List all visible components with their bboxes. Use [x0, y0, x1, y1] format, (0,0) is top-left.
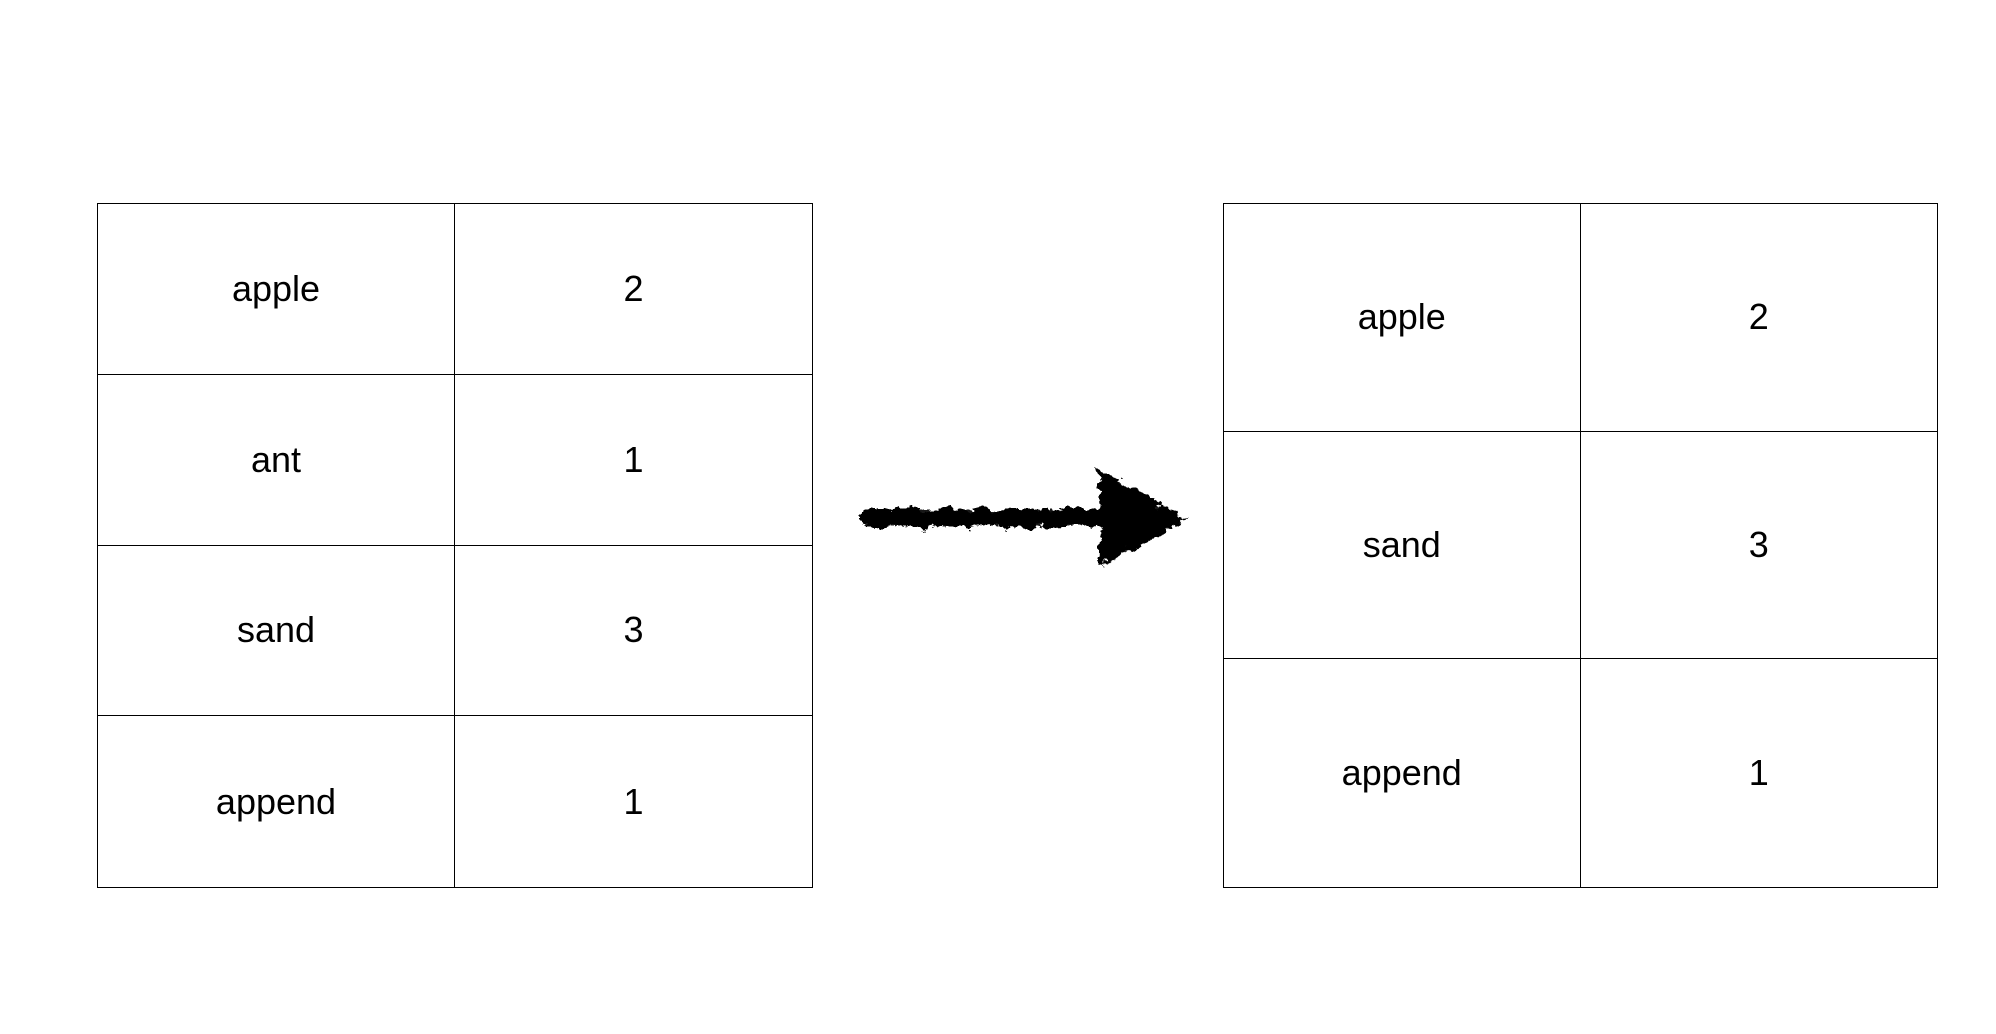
word-cell: apple [1224, 204, 1581, 432]
count-cell: 1 [623, 780, 644, 822]
count-cell: 2 [455, 204, 812, 375]
count-cell: 1 [455, 375, 812, 546]
word-cell: ant [98, 374, 455, 546]
word-cell: append [98, 716, 455, 887]
word-count-table-before: apple 2 ant 1 sand 3 append 1 [97, 203, 813, 888]
transform-arrow [848, 448, 1204, 592]
count-cell: 3 [1580, 432, 1937, 660]
count-cell: 2 [1580, 204, 1937, 432]
word-cell: append [1224, 659, 1581, 887]
right-arrow-icon [861, 470, 1189, 568]
count-cell: 1 [1748, 752, 1769, 794]
word-cell: sand [1224, 431, 1581, 660]
word-cell: sand [98, 545, 455, 717]
word-count-table-after: apple 2 sand 3 append 1 [1223, 203, 1938, 888]
word-cell: apple [98, 204, 455, 375]
count-cell: 3 [455, 546, 812, 717]
